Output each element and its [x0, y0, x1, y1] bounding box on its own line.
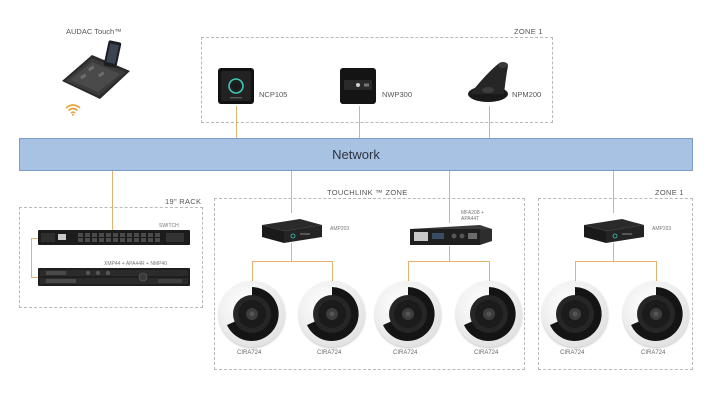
- zone-top-label: ZONE 1: [514, 27, 543, 36]
- switch-label: SWITCH: [159, 223, 179, 229]
- mfa208-unit-image: [410, 225, 492, 245]
- ncp105-panel-image: [218, 68, 254, 104]
- wire-amp-right-bus: [575, 261, 656, 262]
- npm200-microphone-image: [468, 62, 508, 102]
- wire-spk6: [656, 261, 657, 281]
- touch-title: AUDAC Touch™: [66, 27, 122, 36]
- rack-loop-side: [31, 238, 32, 278]
- rack-units-image: [38, 268, 190, 286]
- link-amp-left: [291, 171, 292, 213]
- nwp300-label: NWP300: [382, 90, 413, 99]
- wire-amp-left-bus: [252, 261, 332, 262]
- zone-right-box: [538, 198, 693, 370]
- npm200-label: NPM200: [512, 90, 542, 99]
- zone-top-box: [201, 37, 553, 123]
- link-npm: [489, 106, 490, 138]
- ceiling-speaker-image: [219, 281, 285, 347]
- amp203-right-label: AMP203: [652, 226, 672, 232]
- wire-spk2: [332, 261, 333, 281]
- speaker-label: CIRA724: [474, 350, 499, 356]
- zone-touchlink-box: [214, 198, 525, 370]
- amp203-right-image: [584, 219, 644, 243]
- link-nwp: [359, 106, 360, 138]
- link-mfa: [449, 171, 450, 223]
- wifi-icon: [65, 104, 81, 116]
- zone-touchlink-label: TOUCHLINK ™ ZONE: [327, 188, 408, 197]
- speaker-label: CIRA724: [560, 350, 585, 356]
- amp203-left-image: [262, 219, 322, 243]
- network-label: Network: [332, 147, 380, 162]
- switch-unit-image: [38, 230, 190, 245]
- wire-mfa-down: [449, 246, 450, 261]
- ceiling-speaker-image: [375, 281, 441, 347]
- ceiling-speaker-image: [542, 281, 608, 347]
- ceiling-speaker-image: [299, 281, 365, 347]
- ncp105-label: NCP105: [259, 90, 288, 99]
- wire-spk4: [489, 261, 490, 281]
- speaker-label: CIRA724: [641, 350, 666, 356]
- wire-spk1: [252, 261, 253, 281]
- wire-amp-right-down: [613, 243, 614, 261]
- link-amp-right: [613, 171, 614, 213]
- ceiling-speaker-image: [623, 281, 689, 347]
- rack-loop-bottom: [31, 277, 40, 278]
- zone-rack-box: [19, 207, 203, 308]
- amp203-left-label: AMP203: [330, 226, 350, 232]
- wire-mfa-bus: [408, 261, 489, 262]
- speaker-label: CIRA724: [317, 350, 342, 356]
- zone-right-label: ZONE 1: [655, 188, 684, 197]
- tablet-device-image: [62, 40, 130, 99]
- wire-spk5: [575, 261, 576, 281]
- speaker-label: CIRA724: [237, 350, 262, 356]
- ceiling-speaker-image: [456, 281, 522, 347]
- link-ncp: [236, 106, 237, 138]
- wire-spk3: [408, 261, 409, 281]
- link-switch: [112, 171, 113, 231]
- network-bar: Network: [19, 138, 693, 171]
- rack-units-label: XMP44 + APA44R + NMP40: [104, 261, 167, 267]
- nwp300-panel-image: [340, 68, 376, 104]
- speaker-label: CIRA724: [393, 350, 418, 356]
- zone-rack-label: 19" RACK: [165, 197, 202, 206]
- wire-amp-left-down: [291, 243, 292, 261]
- mfa208-label-line2: APA44T: [461, 216, 480, 222]
- rack-loop-top: [31, 238, 40, 239]
- mfa208-label-line1: MFA208 +: [461, 210, 484, 216]
